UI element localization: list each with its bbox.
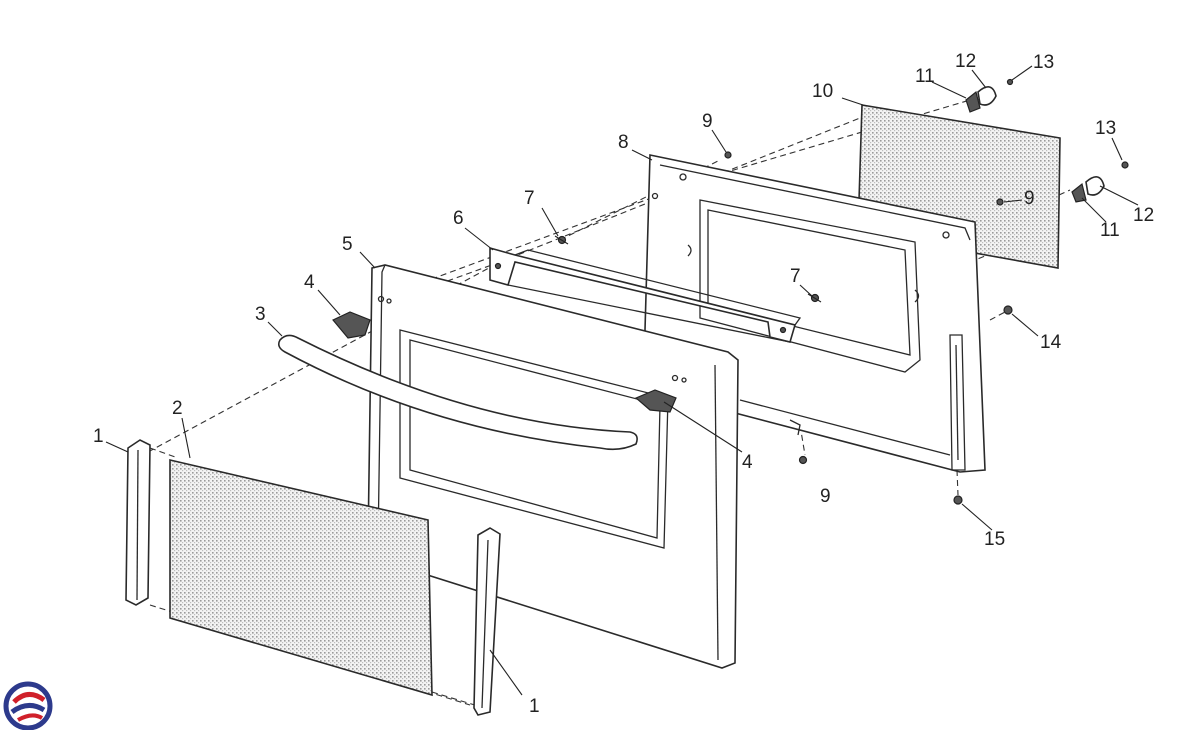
callout-14: 14 (1040, 332, 1062, 353)
handle-mount-right (634, 389, 677, 413)
side-trim-right (473, 527, 501, 716)
callout-9-lower: 9 (820, 486, 831, 507)
door-bracket (489, 246, 802, 343)
callout-12-lower: 12 (1133, 205, 1154, 226)
side-trim-left (125, 439, 151, 606)
front-glass-panel (169, 458, 433, 697)
hinge-cap-12-upper (977, 86, 997, 106)
callout-3: 3 (255, 304, 266, 325)
callout-1-right: 1 (529, 696, 540, 717)
callout-9-upper: 9 (702, 111, 713, 132)
callout-labels: 1 2 3 4 5 6 7 8 9 10 11 12 13 13 9 12 11… (93, 51, 1154, 717)
screw-9-upper (724, 151, 732, 159)
leader-lines (105, 65, 1139, 696)
callout-5: 5 (342, 234, 353, 255)
callout-2: 2 (172, 398, 183, 419)
door-handle (278, 334, 638, 451)
callout-4-left: 4 (304, 272, 315, 293)
callout-10: 10 (812, 81, 833, 102)
screw-14 (1003, 305, 1013, 315)
screw-15 (953, 495, 963, 505)
callout-13-lower: 13 (1095, 118, 1116, 139)
callout-13-upper: 13 (1033, 52, 1054, 73)
screw-9-lower (798, 455, 808, 465)
callout-8: 8 (618, 132, 629, 153)
callout-11-lower: 11 (1100, 220, 1120, 241)
brand-logo (3, 681, 53, 730)
callout-12-upper: 12 (955, 51, 976, 72)
callout-15: 15 (984, 529, 1005, 550)
hinge-cap-11-lower (1071, 182, 1087, 203)
callout-11-upper: 11 (915, 66, 935, 87)
callout-7-lower: 7 (790, 266, 801, 287)
screw-7-lower (807, 293, 822, 303)
screw-9-middle (996, 198, 1004, 206)
callout-1-left: 1 (93, 426, 104, 447)
screw-13-lower (1121, 161, 1129, 169)
screw-13-upper (1006, 78, 1014, 86)
callout-4-right: 4 (742, 452, 753, 473)
hinge-cap-11-upper (965, 90, 981, 113)
hinge-cap-12-lower (1085, 176, 1105, 196)
callout-7-upper: 7 (524, 188, 535, 209)
screw-7-upper (554, 235, 569, 245)
handle-mount-left (332, 311, 371, 339)
callout-9-middle: 9 (1024, 188, 1035, 209)
callout-6: 6 (453, 208, 464, 229)
